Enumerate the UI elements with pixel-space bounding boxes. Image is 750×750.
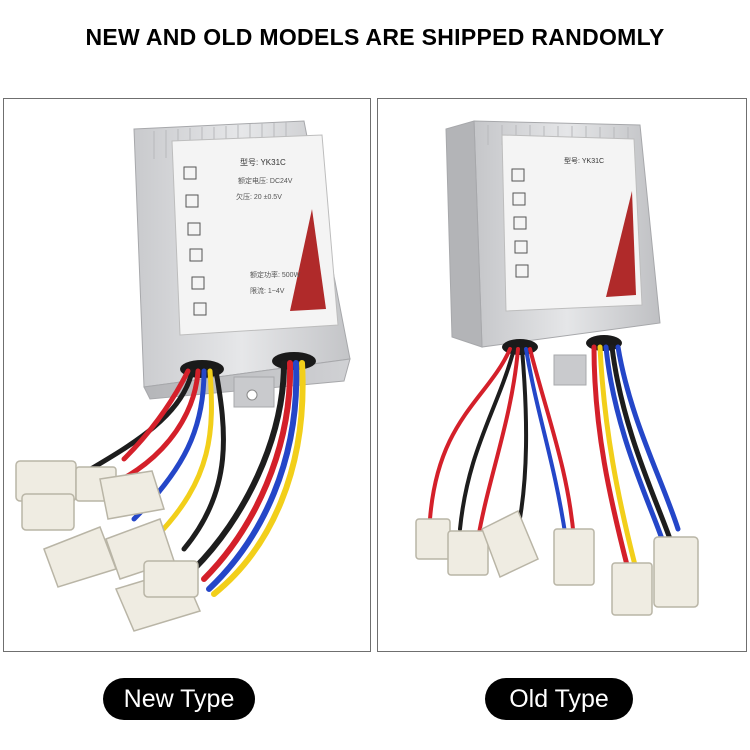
- label-title: 型号: YK31C: [564, 156, 604, 165]
- controller-box-image-new: 型号: YK31C 额定电压: DC24V 欠压: 20 ±0.5V 额定功率:…: [15, 120, 351, 632]
- label-line: 限流: 1~4V: [250, 286, 285, 295]
- label-line: 额定功率: 500W: [250, 270, 301, 279]
- caption-new-type: New Type: [103, 678, 255, 720]
- label-line: 额定电压: DC24V: [238, 176, 293, 185]
- label-title: 型号: YK31C: [240, 158, 286, 167]
- caption-old-type: Old Type: [485, 678, 633, 720]
- label-line: 欠压: 20 ±0.5V: [236, 192, 282, 201]
- controller-box-image-old: 型号: YK31C: [415, 120, 699, 616]
- product-panel-new: 型号: YK31C 额定电压: DC24V 欠压: 20 ±0.5V 额定功率:…: [3, 98, 371, 652]
- product-panel-old: 型号: YK31C: [377, 98, 747, 652]
- banner-headline: NEW AND OLD MODELS ARE SHIPPED RANDOMLY: [85, 24, 665, 50]
